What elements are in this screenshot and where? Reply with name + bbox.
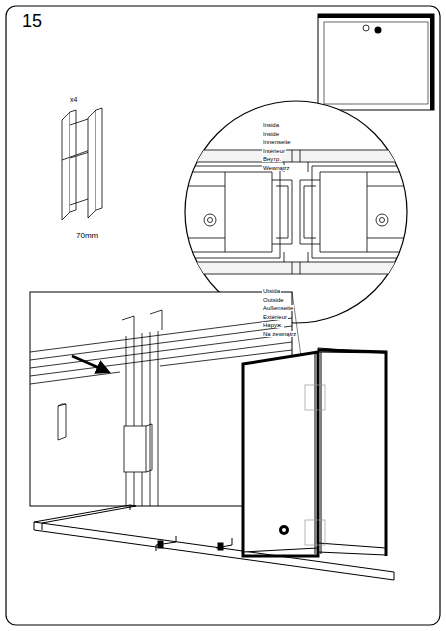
side-label: Outside — [262, 297, 285, 303]
side-label: Inside — [262, 131, 280, 137]
dimension: 70mm — [76, 232, 98, 240]
side-label: Insida — [262, 122, 280, 128]
side-label: Intérieur — [262, 148, 286, 154]
step-number: 15 — [22, 12, 42, 30]
quantity: x4 — [70, 96, 77, 103]
side-label: Wewnątrz — [262, 165, 291, 171]
side-label: Extérieur — [262, 314, 288, 320]
side-label: Внутр. — [262, 156, 282, 162]
side-label: Наруж. — [262, 322, 284, 328]
side-label: Utsida — [262, 288, 281, 294]
side-label: Innenseite — [262, 139, 292, 145]
side-label: Außenseite — [262, 305, 294, 311]
side-label: Na zewnątrz — [262, 331, 297, 337]
